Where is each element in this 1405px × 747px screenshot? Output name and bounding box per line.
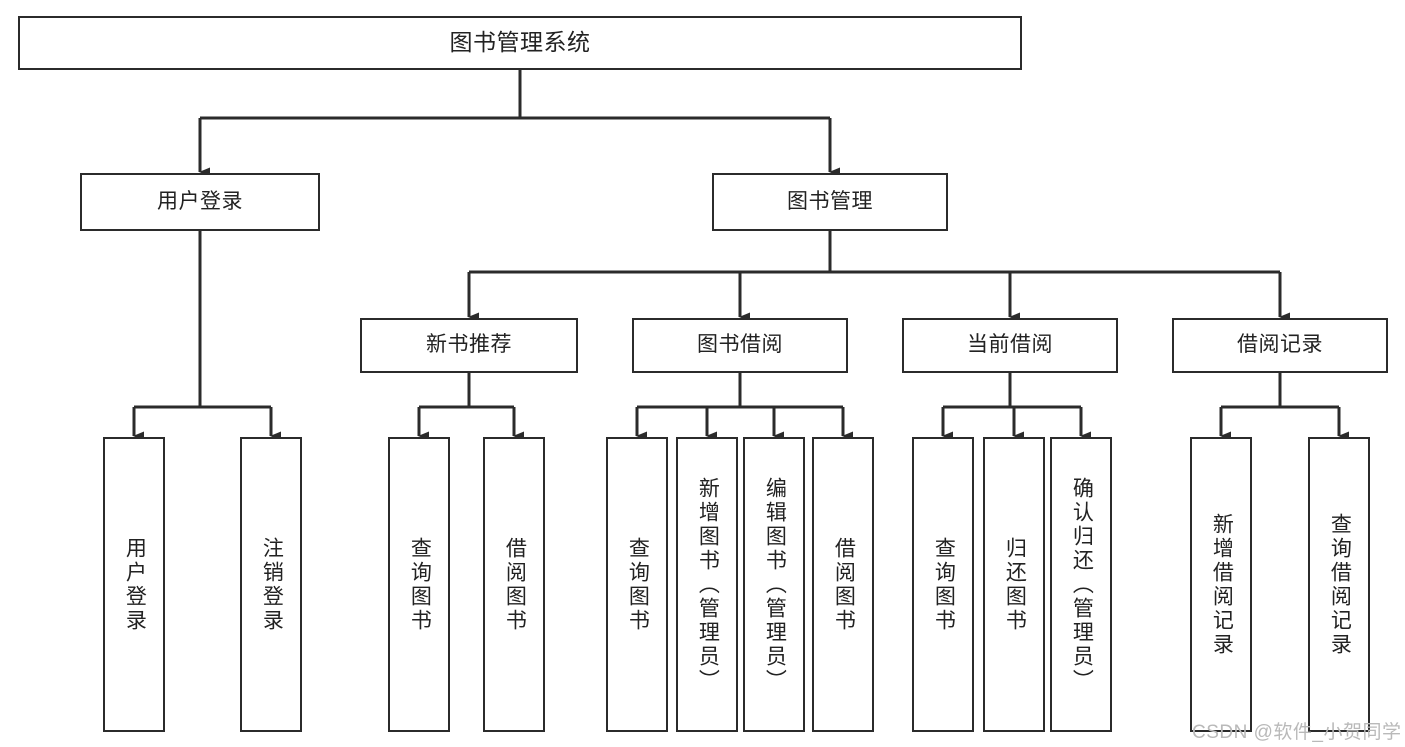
node-leaf-query-record[interactable]: 查询借阅记录 xyxy=(1308,437,1370,732)
node-label-leaf-borrow-book-1: 借阅图书 xyxy=(503,536,527,633)
node-leaf-borrow-book-2[interactable]: 借阅图书 xyxy=(812,437,874,732)
node-leaf-edit-book[interactable]: 编辑图书（管理员） xyxy=(743,437,805,732)
node-book-borrow[interactable]: 图书借阅 xyxy=(632,318,848,373)
node-current-borrow[interactable]: 当前借阅 xyxy=(902,318,1118,373)
node-new-book-rec[interactable]: 新书推荐 xyxy=(360,318,578,373)
node-label-user-login: 用户登录 xyxy=(157,189,243,213)
node-label-current-borrow: 当前借阅 xyxy=(967,333,1053,357)
node-label-leaf-query-record: 查询借阅记录 xyxy=(1328,512,1352,657)
node-leaf-add-record[interactable]: 新增借阅记录 xyxy=(1190,437,1252,732)
node-label-borrow-record: 借阅记录 xyxy=(1237,333,1323,357)
node-leaf-borrow-book-1[interactable]: 借阅图书 xyxy=(483,437,545,732)
node-leaf-query-book-2[interactable]: 查询图书 xyxy=(606,437,668,732)
node-label-new-book-rec: 新书推荐 xyxy=(426,333,512,357)
csdn-watermark: CSDN @软件_小贺同学 xyxy=(1192,722,1402,743)
node-label-leaf-borrow-book-2: 借阅图书 xyxy=(832,536,856,633)
node-label-root: 图书管理系统 xyxy=(449,29,591,56)
node-leaf-return-book[interactable]: 归还图书 xyxy=(983,437,1045,732)
node-leaf-user-login[interactable]: 用户登录 xyxy=(103,437,165,732)
node-label-leaf-query-book-3: 查询图书 xyxy=(932,536,956,633)
node-label-leaf-return-book: 归还图书 xyxy=(1003,536,1027,633)
node-label-leaf-add-record: 新增借阅记录 xyxy=(1210,512,1234,657)
node-label-leaf-logout: 注销登录 xyxy=(260,536,284,633)
node-label-leaf-edit-book: 编辑图书（管理员） xyxy=(763,476,787,693)
node-label-leaf-query-book-1: 查询图书 xyxy=(408,536,432,633)
node-leaf-confirm-return[interactable]: 确认归还（管理员） xyxy=(1050,437,1112,732)
node-label-leaf-query-book-2: 查询图书 xyxy=(626,536,650,633)
node-label-book-borrow: 图书借阅 xyxy=(697,333,783,357)
node-label-leaf-confirm-return: 确认归还（管理员） xyxy=(1070,476,1094,693)
node-label-leaf-user-login: 用户登录 xyxy=(123,536,147,633)
node-borrow-record[interactable]: 借阅记录 xyxy=(1172,318,1388,373)
node-leaf-query-book-3[interactable]: 查询图书 xyxy=(912,437,974,732)
node-label-leaf-add-book: 新增图书（管理员） xyxy=(696,476,720,693)
node-leaf-add-book[interactable]: 新增图书（管理员） xyxy=(676,437,738,732)
node-root[interactable]: 图书管理系统 xyxy=(18,16,1022,70)
node-book-manage[interactable]: 图书管理 xyxy=(712,173,948,231)
node-label-book-manage: 图书管理 xyxy=(787,189,873,213)
node-leaf-query-book-1[interactable]: 查询图书 xyxy=(388,437,450,732)
node-leaf-logout[interactable]: 注销登录 xyxy=(240,437,302,732)
node-user-login[interactable]: 用户登录 xyxy=(80,173,320,231)
